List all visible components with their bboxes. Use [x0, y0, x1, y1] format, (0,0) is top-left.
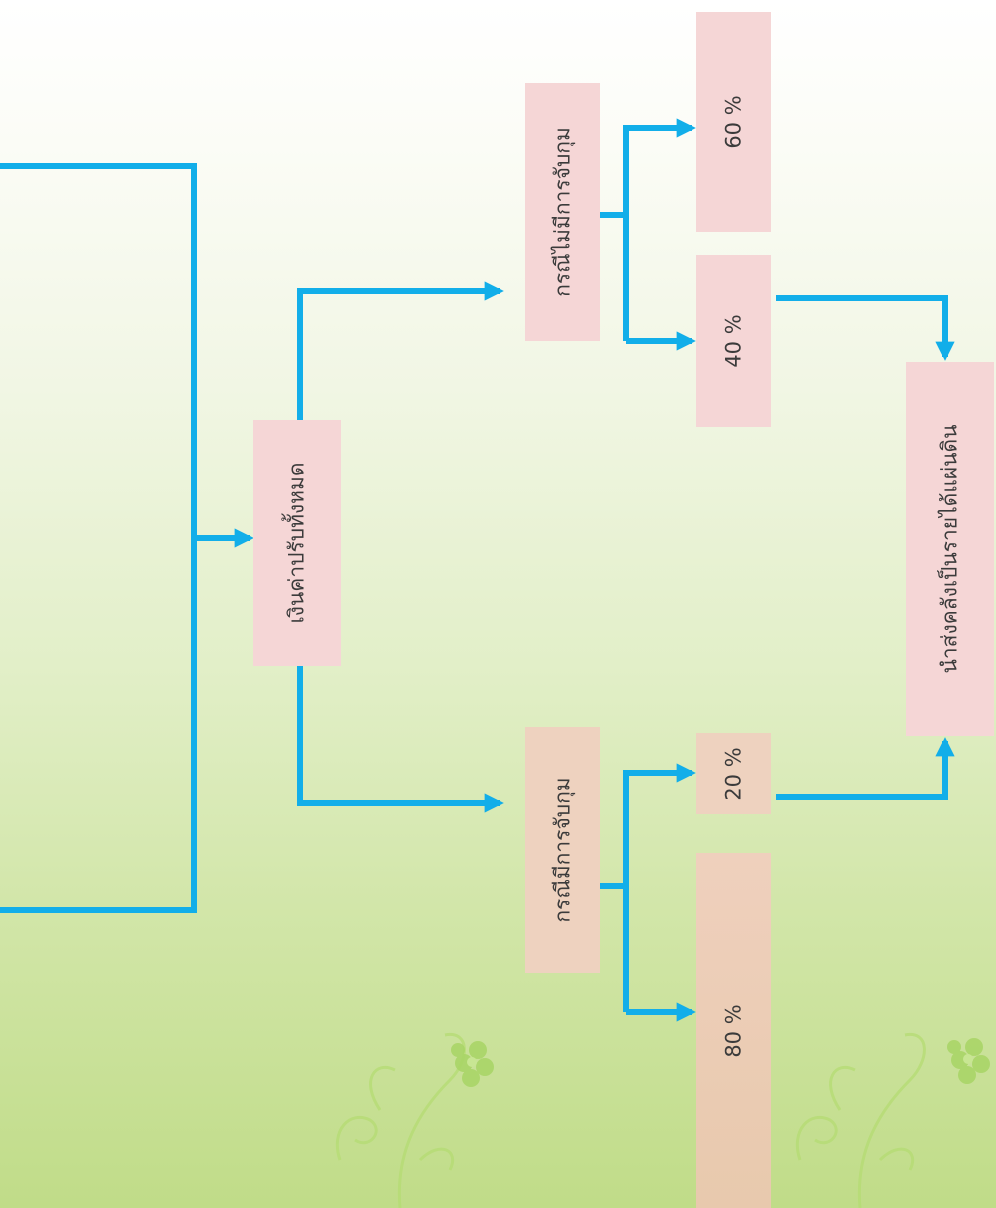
node-80-percent-label: 80 % [723, 1004, 744, 1057]
node-case-arrest: กรณีมีการจับกุม [525, 727, 600, 973]
node-60-percent: 60 % [696, 12, 771, 232]
node-20-percent-label: 20 % [723, 747, 744, 800]
node-total-fines: เงินค่าปรับทั้งหมด [253, 420, 341, 666]
node-state-revenue-label: นำส่งคลังเป็นรายได้แผ่นดิน [940, 424, 961, 673]
node-case-no-arrest: กรณีไม่มีการจับกุม [525, 83, 600, 341]
arrow-to-60 [626, 128, 692, 341]
main-bracket-line [0, 166, 194, 910]
arrow-to-no-arrest [300, 291, 500, 420]
node-state-revenue: นำส่งคลังเป็นรายได้แผ่นดิน [906, 362, 994, 736]
node-40-percent-label: 40 % [723, 314, 744, 367]
node-40-percent: 40 % [696, 255, 771, 427]
arrow-to-20 [626, 773, 692, 1012]
node-case-arrest-label: กรณีมีการจับกุม [552, 777, 573, 922]
arrow-to-arrest [300, 666, 500, 803]
node-60-percent-label: 60 % [723, 95, 744, 148]
node-80-percent: 80 % [696, 853, 771, 1208]
node-total-fines-label: เงินค่าปรับทั้งหมด [287, 463, 308, 624]
arrow-40-to-result [776, 298, 945, 357]
arrow-20-to-result [776, 741, 945, 797]
node-20-percent: 20 % [696, 733, 771, 814]
node-case-no-arrest-label: กรณีไม่มีการจับกุม [552, 127, 573, 297]
